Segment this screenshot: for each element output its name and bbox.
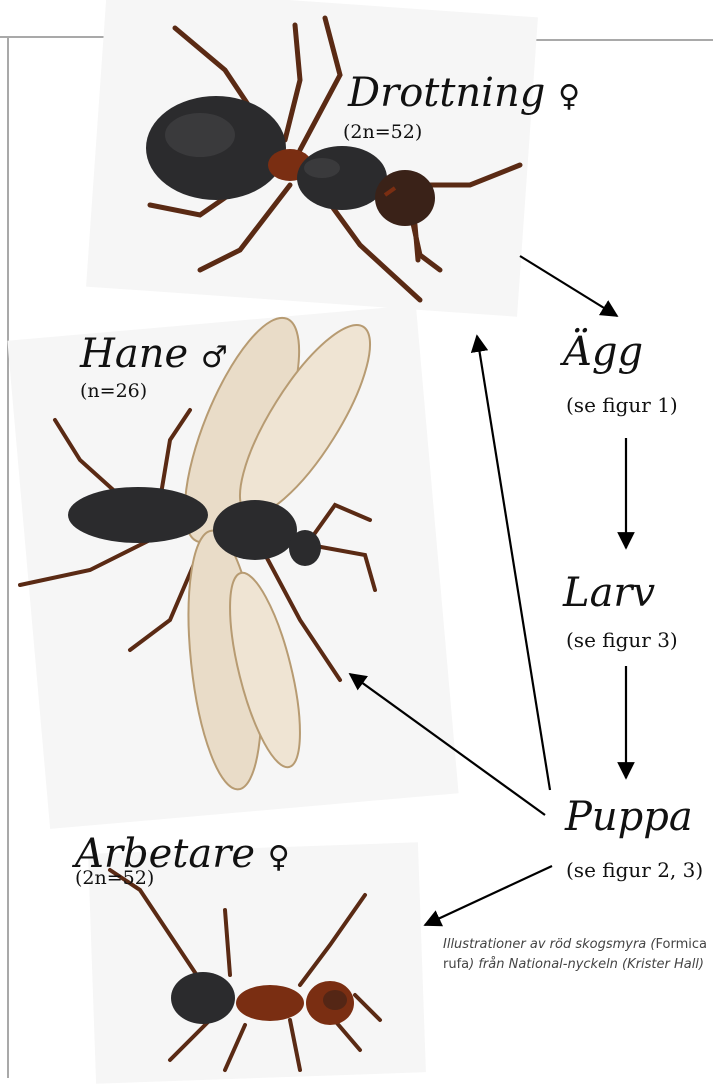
arrow-pupa-to-queen bbox=[477, 336, 550, 790]
credit-part2: ) från National-nyckeln (Krister Hall) bbox=[469, 957, 704, 972]
arrow-pupa-to-male bbox=[350, 674, 545, 815]
illustration-credit: Illustrationer av röd skogsmyra (Formica… bbox=[443, 935, 708, 975]
arrow-pupa-to-worker bbox=[425, 866, 552, 925]
arrow-queen-to-egg bbox=[520, 256, 617, 316]
credit-part1: Illustrationer av röd skogsmyra ( bbox=[443, 937, 655, 952]
